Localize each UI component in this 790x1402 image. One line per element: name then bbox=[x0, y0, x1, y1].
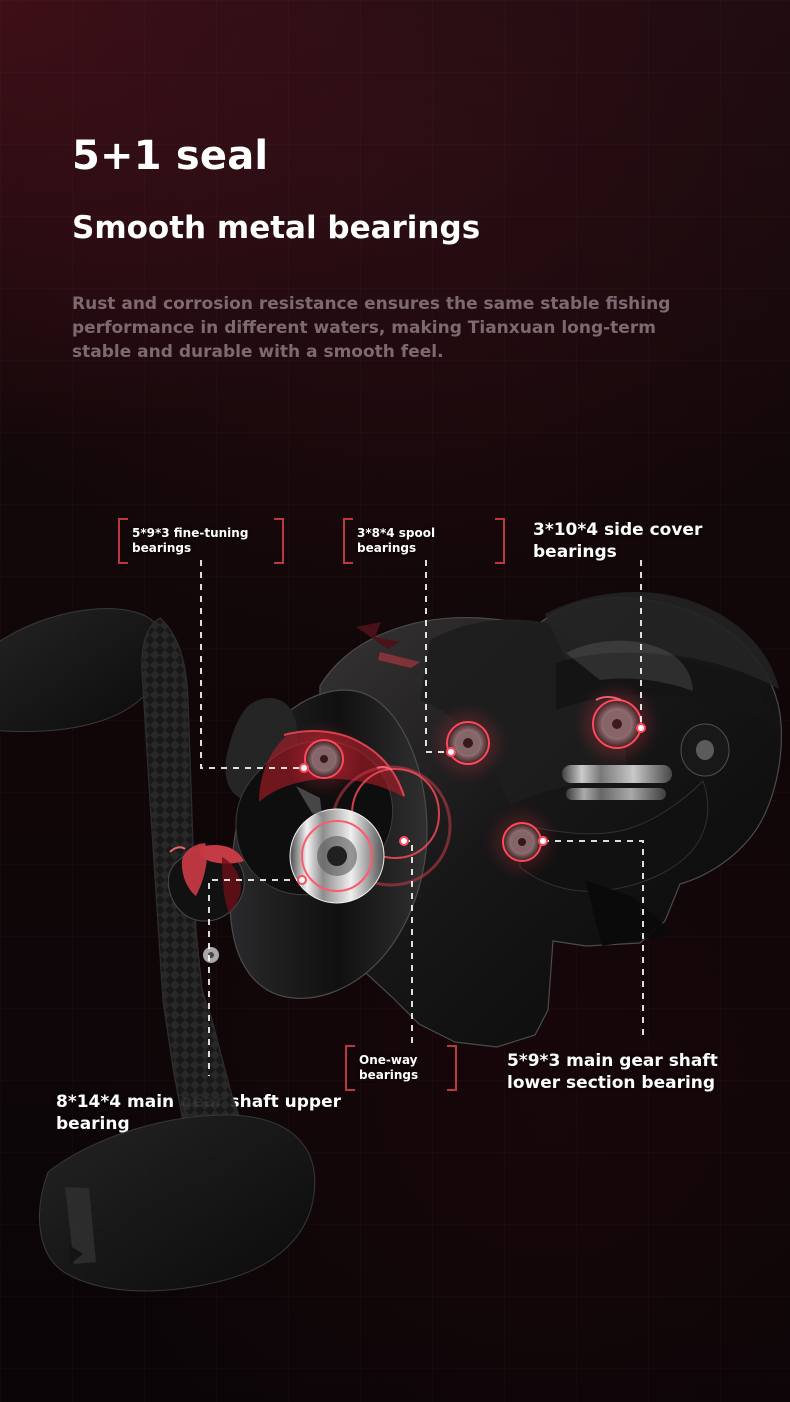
one-way-bearings-text: One-way bearings bbox=[359, 1053, 419, 1082]
spool-bearings-label: 3*8*4 spool bearings bbox=[343, 518, 505, 564]
fine-tuning-bearings-text: 5*9*3 fine-tuning bearings bbox=[132, 526, 249, 555]
body-copy: Rust and corrosion resistance ensures th… bbox=[72, 294, 671, 362]
lower-bearing-label: 5*9*3 main gear shaft lower section bear… bbox=[507, 1051, 718, 1093]
fishing-reel-illustration bbox=[0, 560, 783, 1292]
fine-tuning-bearings-label: 5*9*3 fine-tuning bearings bbox=[118, 518, 284, 564]
subheadline: Smooth metal bearings bbox=[72, 210, 481, 246]
one-way-bearings-label: One-way bearings bbox=[345, 1045, 457, 1091]
side-cover-bearings-label: 3*10*4 side cover bearings bbox=[533, 520, 703, 562]
headline: 5+1 seal bbox=[72, 133, 269, 179]
spool-bearings-text: 3*8*4 spool bearings bbox=[357, 526, 436, 555]
